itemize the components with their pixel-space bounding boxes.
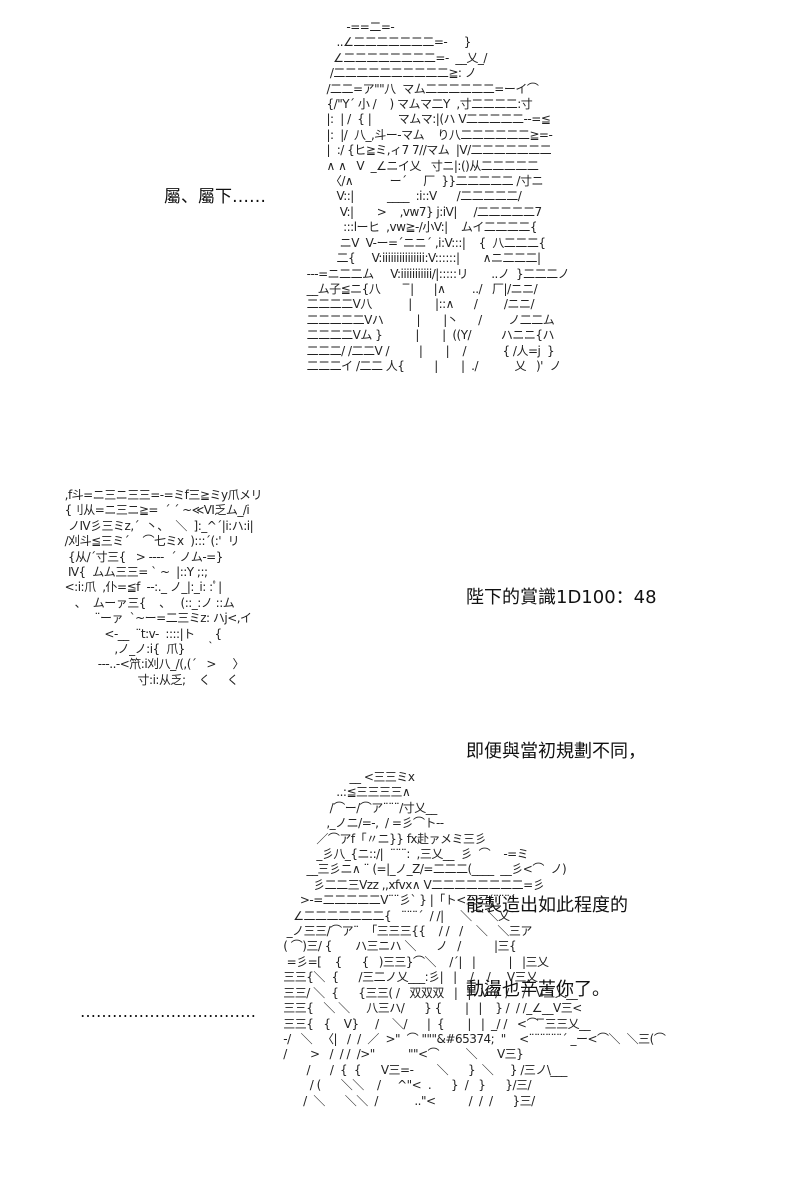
ascii-art-bowing-figure: __ <三三ミx ..:≦三三三三∧ /⌒ー/⌒ア¨¨¨/寸乂__ ,_ノニ/=… — [283, 770, 666, 1108]
narration-line-3: 能製造出如此程度的 — [466, 895, 628, 916]
narration-line-2: 即便與當初規劃不同， — [466, 741, 646, 762]
narration-block: 陛下的賞識1D100：48 即便與當初規劃不同， 能製造出如此程度的 動盪也辛苦… — [466, 528, 657, 1032]
ascii-art-emperor-face: ,f斗=ニ三ニ三三=-=ミf三≧ミy爪メリ {刂从=ニ三ニ≧= ´ ´ ~≪Ⅵ乏… — [64, 488, 263, 687]
ellipsis-silence: …………………………… — [80, 1002, 256, 1021]
narration-line-roll: 陛下的賞識1D100：48 — [466, 587, 657, 608]
speech-subordinate: 屬、屬下…… — [164, 187, 266, 207]
narration-line-4: 動盪也辛苦你了。 — [466, 979, 610, 1000]
ascii-art-armored-figure: -==二=- ..∠二二二二二二二=- } ∠二二二二二二二二=- __乂_/ … — [306, 20, 570, 373]
